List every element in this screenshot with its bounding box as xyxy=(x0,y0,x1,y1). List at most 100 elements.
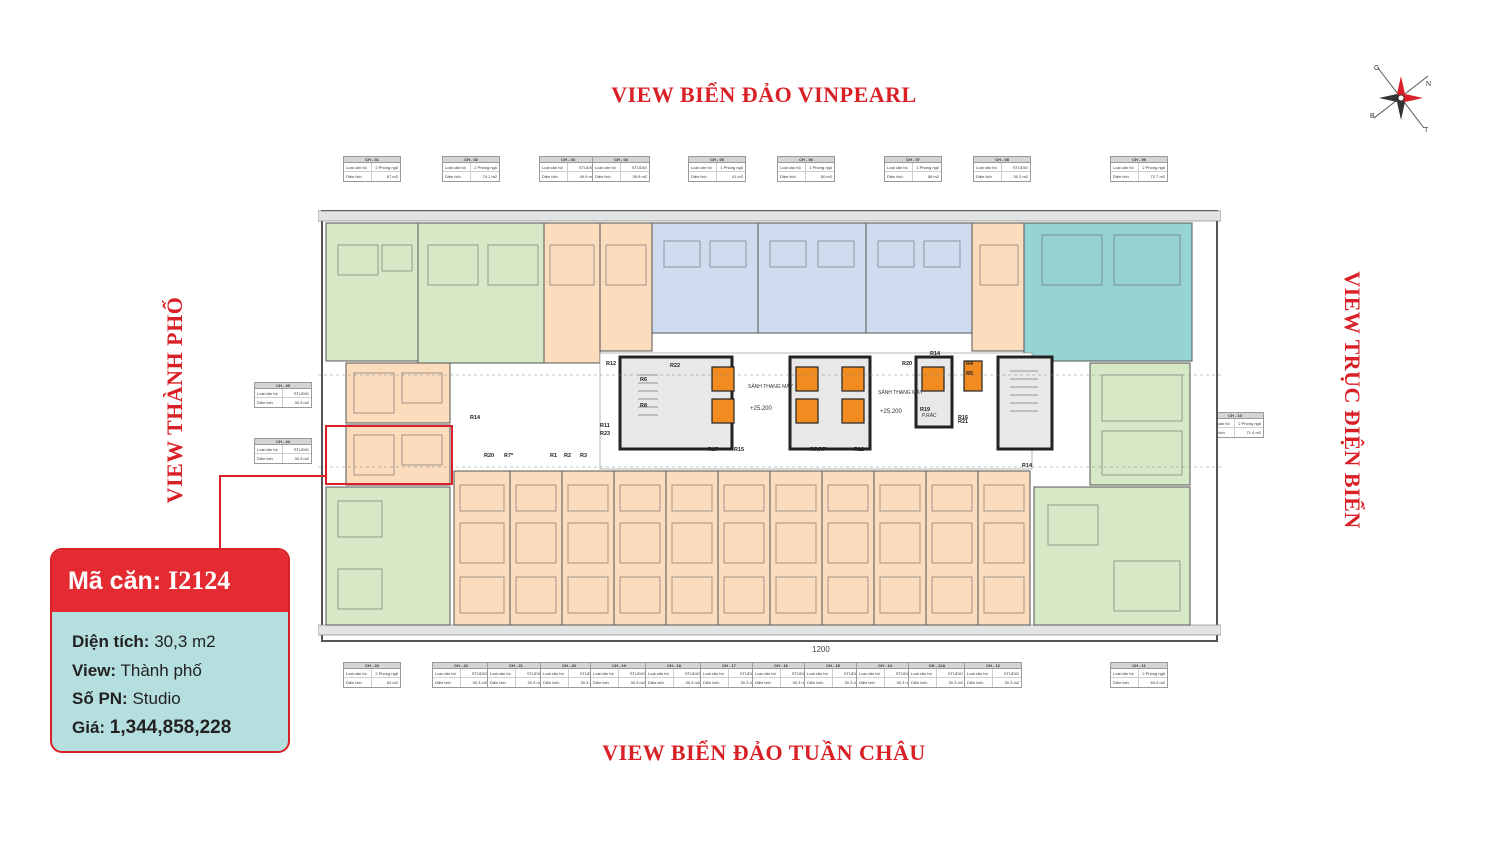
unit-ch25 xyxy=(345,362,451,424)
unit-table-type-label: Loại căn hộ xyxy=(1111,163,1139,171)
elevator-3 xyxy=(795,366,819,392)
room-tag: R21 xyxy=(958,419,968,425)
unit-table-code: CH - 12 xyxy=(965,663,1021,669)
unit-table-type-label: Loại căn hộ xyxy=(965,669,993,677)
unit-table-type-label: Loại căn hộ xyxy=(540,163,568,171)
view-label-left: VIEW THÀNH PHỐ xyxy=(162,296,187,504)
unit-table-area: 58 m2 xyxy=(927,174,939,179)
unit-table-type: STUDIO xyxy=(947,671,963,676)
unit-table-area: 39.9 m2 xyxy=(632,174,647,179)
unit-table-type: STUDIO xyxy=(895,671,911,676)
view-label-right: VIEW TRỤC ĐIỆN BIỂN xyxy=(1340,271,1365,529)
compass-letter-b: B xyxy=(1370,113,1375,120)
unit-table-type-label: Loại căn hộ xyxy=(488,669,516,677)
unit-table-area-label: Diện tích xyxy=(753,678,781,687)
room-tag: R22 xyxy=(670,363,680,369)
unit-table-code: CH - 05 xyxy=(689,157,745,163)
unit-table-area-label: Diện tích xyxy=(344,678,372,687)
unit-details: Diện tích: 30,3 m2 View: Thành phố Số PN… xyxy=(52,612,288,742)
unit-table-code: CH - 15 xyxy=(805,663,861,669)
unit-table-type: STUDIO xyxy=(684,671,700,676)
elevator-5 xyxy=(841,366,865,392)
lobby-label-1: SẢNH THANG MÁY xyxy=(748,383,794,390)
room-tag: R11 xyxy=(600,423,610,429)
unit-table-area-label: Diện tích xyxy=(1111,678,1139,687)
unit-table-area-label: Diện tích xyxy=(541,678,569,687)
unit-code-label: Mã căn: xyxy=(68,566,162,595)
unit-table-area-label: Diện tích xyxy=(344,172,372,181)
unit-table-area: 30.3 m2 xyxy=(1013,174,1028,179)
compass-letter-n: N xyxy=(1426,81,1431,88)
unit-table-type-label: Loại căn hộ xyxy=(885,163,913,171)
unit-table-area-label: Diện tích xyxy=(255,398,283,407)
view-value: Thành phố xyxy=(120,660,202,680)
unit-table-code: CH - 23 xyxy=(344,663,400,669)
unit-table-type: STUDIO xyxy=(471,671,487,676)
unit-table-type-label: Loại căn hộ xyxy=(701,669,729,677)
unit-table-type-label: Loại căn hộ xyxy=(443,163,471,171)
compass-letter-t: T xyxy=(1424,127,1429,134)
unit-table-area-label: Diện tích xyxy=(540,172,568,181)
unit-ch05 xyxy=(651,222,759,334)
unit-table-area-label: Diện tích xyxy=(885,172,913,181)
room-tag: R17 xyxy=(708,447,718,453)
view-label-top: VIEW BIỂN ĐẢO VINPEARL xyxy=(611,82,917,107)
unit-table-type: STUDIO xyxy=(579,671,595,676)
unit-table-code: CH - 22 xyxy=(433,663,489,669)
unit-table-type-label: Loại căn hộ xyxy=(1207,419,1235,427)
unit-table-area: 74.1 m2 xyxy=(482,174,497,179)
unit-table-code: CH - 10 xyxy=(1207,413,1263,419)
bottom-studio-units xyxy=(453,470,1031,626)
unit-table-area-label: Diện tích xyxy=(488,678,516,687)
unit-table-type-label: Loại căn hộ xyxy=(593,163,621,171)
unit-table-area: 30.3 m2 xyxy=(294,400,309,405)
unit-table-area-label: Diện tích xyxy=(443,172,471,181)
unit-table-code: CH - 16 xyxy=(753,663,809,669)
unit-table-area: 30.3 m2 xyxy=(685,680,700,685)
room-tag: R4 xyxy=(966,361,974,367)
unit-table-code: CH - 21 xyxy=(488,663,544,669)
room-tag: R12 xyxy=(854,447,864,453)
unit-table-code: CH - 12A xyxy=(909,663,965,669)
unit-table-area: 41 m2 xyxy=(731,174,743,179)
view-row: View: Thành phố xyxy=(72,657,288,686)
unit-table-type: STUDIO xyxy=(578,165,594,170)
unit-ch06 xyxy=(757,222,867,334)
unit-table-type: STUDIO xyxy=(526,671,542,676)
shaft-r4 xyxy=(963,360,983,392)
unit-table-type-label: Loại căn hộ xyxy=(1111,669,1139,677)
unit-table-type: STUDIO xyxy=(629,671,645,676)
unit-table-area: 72.7 m2 xyxy=(1150,174,1165,179)
room-tag: R7,R7* xyxy=(810,447,829,453)
price-label: Giá: xyxy=(72,717,106,737)
floor-plan: SẢNH THANG MÁY +25.200 SẢNH THANG MÁY +2… xyxy=(318,210,1221,642)
room-tag: R23 xyxy=(600,431,610,437)
unit-table-code: CH - 19 xyxy=(591,663,647,669)
bedrooms-value: Studio xyxy=(132,689,181,708)
unit-table-code: CH - 20 xyxy=(541,663,597,669)
unit-table-type: 2 Phòng ngủ xyxy=(1238,421,1261,426)
room-tag: R19 xyxy=(920,407,930,413)
room-tag: R1 xyxy=(550,453,557,459)
compass-letter-g: G xyxy=(1374,65,1379,72)
view-label: View: xyxy=(72,660,117,680)
unit-table-type-label: Loại căn hộ xyxy=(974,163,1002,171)
unit-table-area: 30.3 m2 xyxy=(630,680,645,685)
view-label-bottom: VIEW BIỂN ĐẢO TUẦN CHÂU xyxy=(602,740,926,765)
lobby-label-2: SẢNH THANG MÁY xyxy=(878,389,924,396)
unit-table-code: CH - 02 xyxy=(443,157,499,163)
unit-table-code: CH - 17 xyxy=(701,663,757,669)
unit-table-code: CH - 24 xyxy=(255,439,311,445)
elevator-7 xyxy=(921,366,945,392)
unit-table-area-label: Diện tích xyxy=(255,454,283,463)
unit-table-code: CH - 25 xyxy=(255,383,311,389)
room-tag: R12 xyxy=(606,361,616,367)
